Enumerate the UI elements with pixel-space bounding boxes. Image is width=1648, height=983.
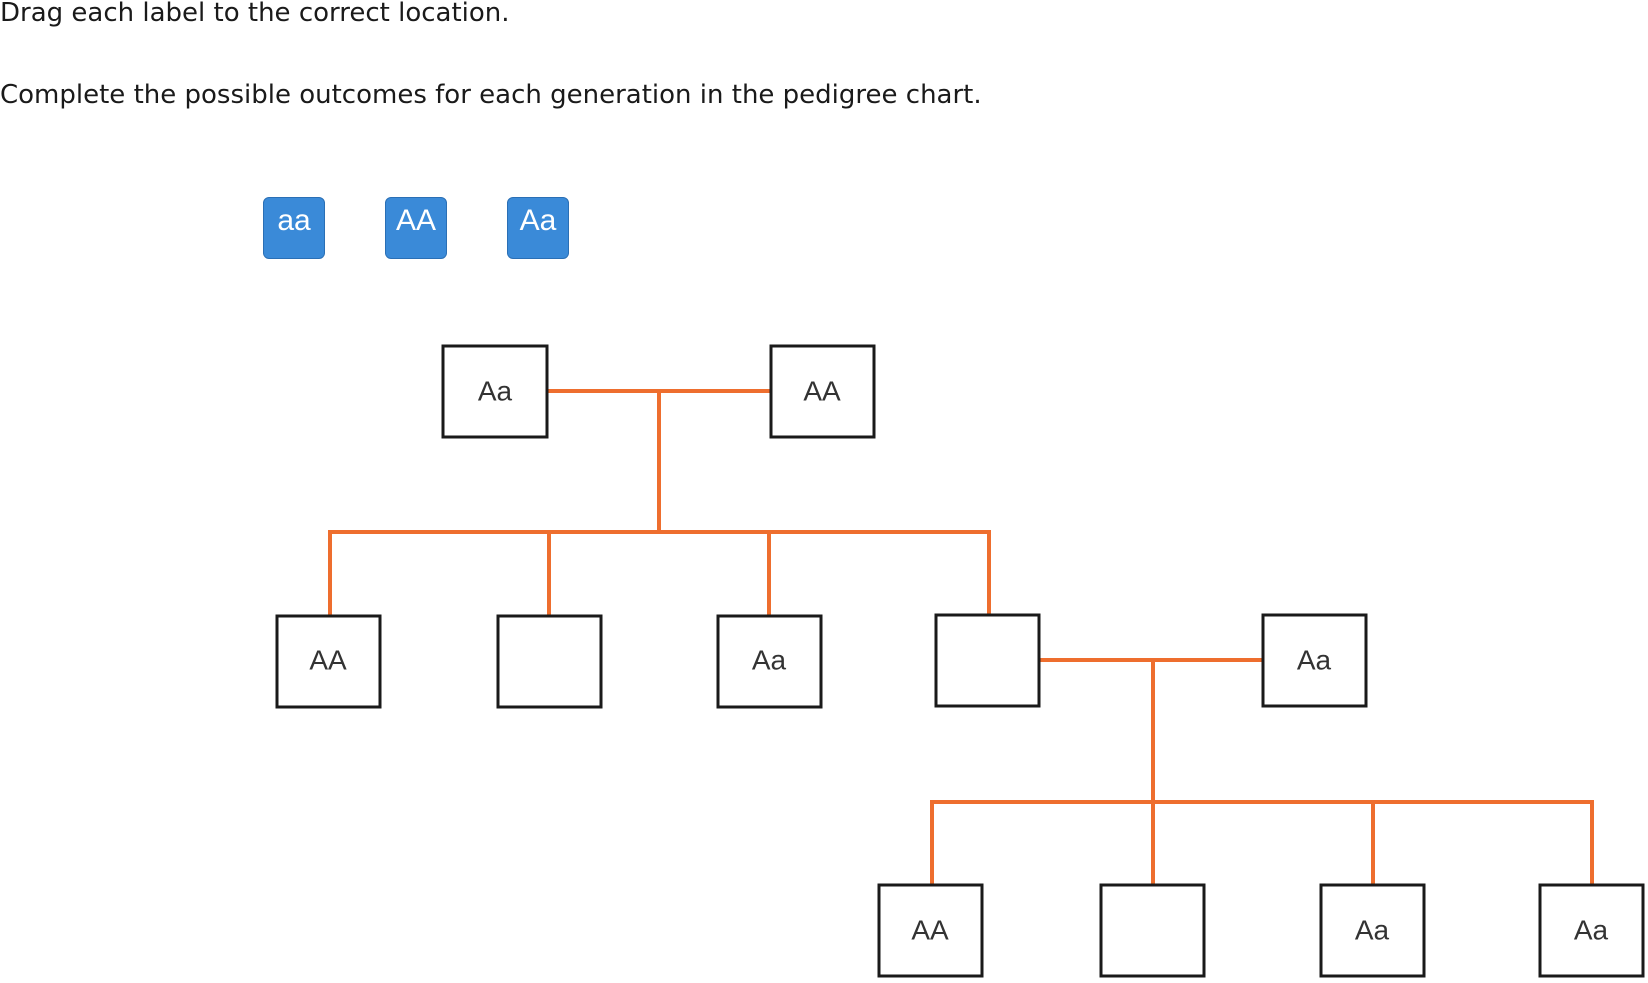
gen2-child3-box <box>716 614 823 709</box>
draggable-label-AA[interactable]: AA <box>385 197 447 259</box>
gen2-child4-drop-target[interactable] <box>934 613 1041 708</box>
gen2-child4-box[interactable] <box>934 613 1041 708</box>
pedigree-connectors <box>328 389 1594 887</box>
gen1-parent2-genotype: AA <box>803 376 841 407</box>
gen3-child1-box <box>877 883 984 978</box>
gen2-spouse-genotype: Aa <box>1297 645 1332 676</box>
gen1-parent2-node: AA <box>769 344 876 439</box>
gen3-child3-genotype: Aa <box>1355 915 1390 946</box>
gen3-child4-node: Aa <box>1538 883 1645 978</box>
gen3-child1-node: AA <box>877 883 984 978</box>
gen3-child2-box[interactable] <box>1099 883 1206 978</box>
draggable-label-Aa[interactable]: Aa <box>507 197 569 259</box>
gen2-child1-box <box>275 614 382 709</box>
gen3-child4-genotype: Aa <box>1574 915 1609 946</box>
gen3-child2-drop-target[interactable] <box>1099 883 1206 978</box>
gen1-parent1-genotype: Aa <box>478 376 513 407</box>
gen2-child3-node: Aa <box>716 614 823 709</box>
gen3-child4-box <box>1538 883 1645 978</box>
gen2-child2-drop-target[interactable] <box>496 614 603 709</box>
draggable-label-aa[interactable]: aa <box>263 197 325 259</box>
gen1-parent2-box <box>769 344 876 439</box>
gen3-child3-node: Aa <box>1319 883 1426 978</box>
gen1-parent1-node: Aa <box>441 344 549 439</box>
gen2-child3-genotype: Aa <box>752 645 787 676</box>
instruction-complete-outcomes: Complete the possible outcomes for each … <box>0 80 982 110</box>
gen1-parent1-box <box>441 344 549 439</box>
gen2-spouse-node: Aa <box>1261 613 1368 708</box>
gen2-child1-node: AA <box>275 614 382 709</box>
gen3-child3-box <box>1319 883 1426 978</box>
gen2-child2-box[interactable] <box>496 614 603 709</box>
gen2-spouse-box <box>1261 613 1368 708</box>
gen2-child1-genotype: AA <box>309 645 347 676</box>
instruction-drag-labels: Drag each label to the correct location. <box>0 0 510 28</box>
gen3-child1-genotype: AA <box>911 915 949 946</box>
